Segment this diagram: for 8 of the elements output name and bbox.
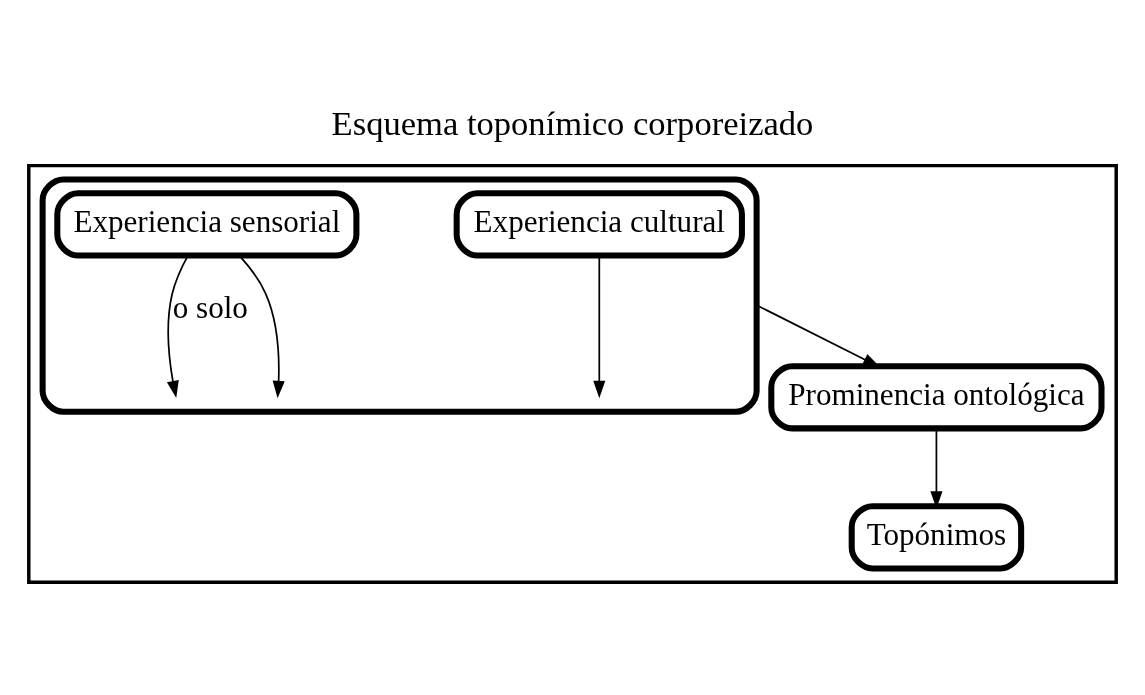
node-box: Experiencia cultural bbox=[453, 189, 745, 259]
cluster bbox=[39, 175, 760, 415]
diagram-title: Esquema toponímico corporeizado bbox=[331, 102, 814, 141]
node-box: Prominencia ontológica bbox=[768, 362, 1105, 431]
node-box: Experiencia sensorial bbox=[54, 189, 360, 259]
node-box: Topónimos bbox=[848, 502, 1025, 571]
cluster bbox=[27, 163, 1118, 584]
edge-label: o solo bbox=[172, 289, 248, 325]
